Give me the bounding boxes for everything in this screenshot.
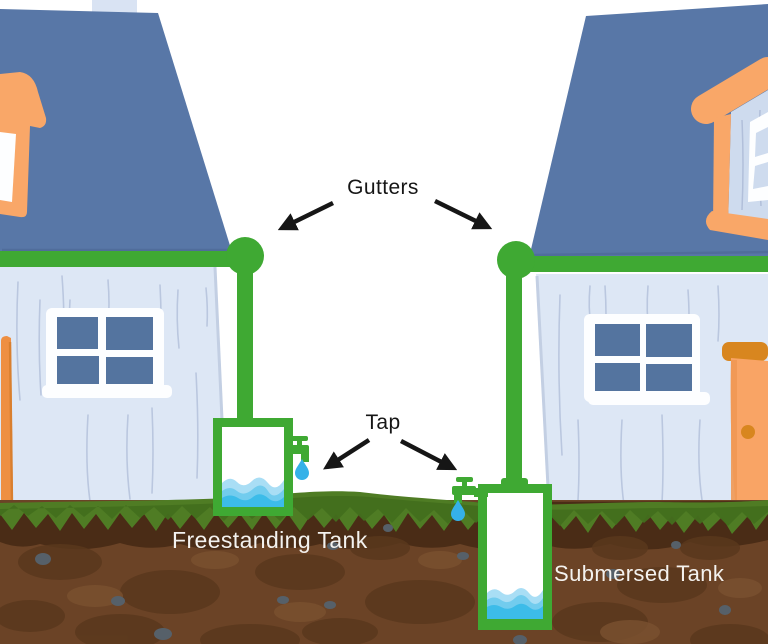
annotation-arrows [277, 198, 493, 471]
freestanding-tank [213, 418, 293, 516]
right-water-drop [451, 500, 465, 521]
arrow-tap-left [323, 438, 371, 470]
arrow-gutters-left [277, 200, 334, 231]
grass-shadow [0, 496, 768, 526]
arrow-tap-right [399, 439, 458, 471]
right-dormer-sill [705, 211, 768, 240]
submersed-tank-label: Submersed Tank [554, 561, 725, 586]
left-window-sill [42, 385, 172, 398]
left-downspout [237, 255, 253, 425]
soil-clods [0, 536, 768, 644]
soil-highlights [67, 551, 762, 644]
right-dormer-roof [691, 57, 768, 124]
left-tap-icon [287, 436, 309, 462]
right-tap-icon [452, 477, 488, 503]
left-gutter [0, 251, 246, 267]
freestanding-tank-label: Freestanding Tank [172, 527, 368, 553]
rainwater-system [0, 237, 768, 630]
left-window [42, 308, 172, 398]
ground [0, 491, 768, 644]
right-wall-corner [535, 275, 551, 507]
right-roof [528, 4, 768, 262]
left-roof [0, 9, 232, 252]
tap-label: Tap [365, 411, 401, 434]
left-house [0, 0, 232, 508]
submersed-tank-water [487, 587, 543, 619]
arrow-gutters-right [434, 198, 493, 230]
left-dormer-window [0, 132, 16, 202]
right-house [528, 4, 768, 511]
right-dormer-window [748, 112, 768, 202]
right-window-panes [595, 324, 692, 391]
rocks [35, 524, 731, 644]
right-roof-edge [531, 250, 768, 257]
right-dormer [691, 57, 768, 240]
left-water-drop [295, 459, 309, 480]
submersed-tank [478, 484, 552, 630]
left-door-frame [1, 336, 14, 506]
right-window-sill [588, 392, 710, 405]
left-chimney [92, 0, 137, 14]
right-gutter [513, 256, 768, 272]
freestanding-tank-water [222, 477, 284, 507]
right-door-knob [741, 425, 755, 439]
right-door [722, 342, 768, 511]
right-downspout [506, 258, 522, 488]
right-door-lintel [722, 342, 768, 361]
gutters-label: Gutters [347, 176, 419, 199]
left-dormer [0, 72, 47, 218]
right-dormer-post [713, 114, 731, 228]
right-window [584, 314, 710, 405]
left-window-panes [57, 317, 153, 384]
